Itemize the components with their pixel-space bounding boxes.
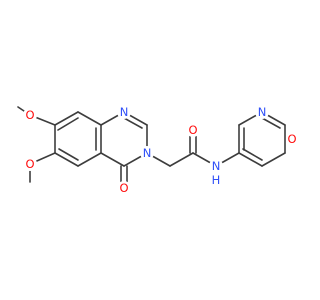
atom-oxygen-methoxy-right: O [287, 132, 296, 146]
atom-oxygen-ketone: O [119, 181, 128, 195]
bond [261, 117, 281, 129]
bond [58, 148, 79, 161]
atom-nitrogen-quinoline: N [258, 105, 267, 119]
bond [242, 148, 263, 161]
atom-oxygen-top-left: O [25, 108, 34, 122]
bond [261, 152, 286, 167]
structure-svg: O O O N N O N H N O [17, 105, 298, 195]
bond [54, 152, 79, 167]
bond [169, 152, 194, 167]
atom-nitrogen-amide: N [212, 159, 221, 173]
atom-label-layer: O O O N N O N H N O [23, 105, 298, 195]
bond [57, 117, 79, 131]
bond [100, 152, 125, 167]
atom-hydrogen-amide: H [212, 173, 221, 187]
atom-oxygen-left: O [25, 157, 34, 171]
bond-layer [17, 106, 286, 186]
bond [77, 111, 102, 126]
bond [123, 117, 143, 129]
bond [238, 152, 263, 167]
bond [54, 111, 79, 126]
atom-oxygen-amide: O [188, 123, 197, 137]
atom-nitrogen-n1: N [120, 105, 129, 119]
bond [77, 152, 102, 167]
atom-nitrogen-n3: N [143, 146, 152, 160]
molecule-drawing: O O O N N O N H N O [17, 105, 298, 195]
